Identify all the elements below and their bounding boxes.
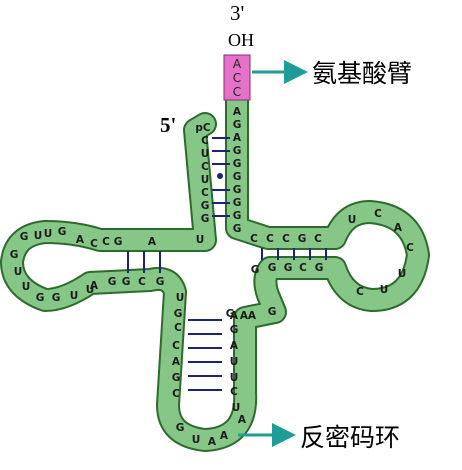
nucleotide-acceptor_3prime-4: G <box>233 158 242 170</box>
nucleotide-anticodon_right-3: A <box>230 340 239 352</box>
nucleotide-acceptor_5prime-7: G <box>201 213 210 225</box>
nucleotide-d_loop-4: G <box>36 292 45 304</box>
nucleotide-anticodon_right-9: A <box>220 430 229 442</box>
nucleotide-t_loop-5: U <box>380 284 389 296</box>
nucleotide-d_arm_bottom-3: C <box>138 276 146 288</box>
nucleotide-anticodon_right-7: U <box>232 402 241 414</box>
oh-label: OH <box>228 30 254 50</box>
nucleotide-t_arm_top-4: C <box>314 233 322 245</box>
nucleotide-d_loop-7: U <box>86 284 95 296</box>
nucleotide-t_arm_bottom-3: C <box>299 262 307 274</box>
nucleotide-anticodon_right-4: U <box>230 356 239 368</box>
nucleotide-d_arm_top-4: C <box>102 236 110 248</box>
nucleotide-acceptor_5prime-1: C <box>201 135 209 147</box>
nucleotide-acceptor_5prime-2: U <box>201 148 210 160</box>
nucleotide-cca_end-0: A <box>233 57 242 71</box>
nucleotide-d_arm_top-2: A <box>76 234 85 246</box>
nucleotide-d_loop-1: G <box>10 249 19 261</box>
nucleotide-anticodon_right-5: U <box>230 372 239 384</box>
three-prime-label: 3' <box>230 1 244 25</box>
nucleotide-t_arm_bottom-7: G <box>268 306 277 318</box>
nucleotide-d_arm_top-6: A <box>148 236 157 248</box>
nucleotide-anticodon_bottom-1: U <box>192 434 201 446</box>
nucleotide-t_arm_bottom-4: G <box>315 262 324 274</box>
nucleotide-anticodon_left-0: U <box>176 292 185 304</box>
nucleotide-acceptor_5prime-6: G <box>201 200 210 212</box>
base-pair-lines <box>127 137 327 391</box>
nucleotide-anticodon_left-5: G <box>172 372 181 384</box>
nucleotide-anticodon_bottom-0: G <box>176 422 185 434</box>
nucleotide-t_arm_bottom-5: A <box>230 310 239 322</box>
nucleotide-t_loop-4: U <box>398 268 407 280</box>
nucleotide-acceptor_3prime-1: G <box>233 119 242 131</box>
nucleotide-d_loop-2: U <box>14 266 23 278</box>
nucleotide-anticodon_left-6: C <box>172 388 180 400</box>
nucleotide-t_loop-6: C <box>356 286 364 298</box>
nucleotide-acceptor_3prime-5: G <box>233 171 242 183</box>
nucleotide-cca_end-1: C <box>233 71 241 85</box>
nucleotide-t_arm_bottom-6: A <box>248 310 257 322</box>
nucleotide-acceptor_3prime-2: A <box>233 132 242 144</box>
nucleotide-anticodon_left-1: G <box>174 308 183 320</box>
nucleotide-acceptor_5prime-5: C <box>201 187 209 199</box>
nucleotide-acceptor_3prime-0: A <box>233 106 242 118</box>
nucleotide-t_loop-2: A <box>394 222 403 234</box>
nucleotide-t_arm_bottom-2: G <box>284 262 293 274</box>
nucleotide-cca_end-2: C <box>233 85 241 99</box>
nucleotide-t_arm_bottom-1: G <box>268 262 277 274</box>
nucleotide-t_arm_bottom-0: G <box>251 264 260 276</box>
strand-backbone <box>0 80 430 452</box>
nucleotide-t_arm_top-2: C <box>282 233 290 245</box>
nucleotide-d_loop-3: U <box>22 281 31 293</box>
nucleotide-anticodon_left-3: C <box>172 340 180 352</box>
nucleotide-d_arm_top-7: U <box>196 234 205 246</box>
five-prime-label: 5' <box>160 113 176 137</box>
nucleotide-acceptor_3prime-3: G <box>233 145 242 157</box>
anticodon-loop-label: 反密码环 <box>300 423 400 452</box>
nucleotide-d_arm_top-5: G <box>114 236 123 248</box>
nucleotide-d_arm_bottom-4: G <box>156 276 165 288</box>
gu-pair-dot <box>217 173 223 179</box>
nucleotide-d_arm_bottom-2: G <box>122 276 131 288</box>
nucleotide-acceptor_5prime-4: U <box>201 174 210 186</box>
nucleotide-d_loop-5: G <box>52 292 61 304</box>
nucleotide-t_loop-1: C <box>374 208 382 220</box>
cca-end-letters: ACC <box>233 57 242 99</box>
nucleotide-t_loop-3: C <box>406 242 414 254</box>
nucleotide-acceptor_3prime-8: G <box>233 210 242 222</box>
nucleotide-d_loop-6: U <box>70 290 79 302</box>
nucleotide-anticodon_right-1: A <box>240 310 249 322</box>
nucleotide-acceptor_3prime-7: G <box>233 197 242 209</box>
nucleotide-d_loop-8: U <box>34 230 43 242</box>
nucleotide-t_arm_top-1: C <box>266 233 274 245</box>
nucleotide-acceptor_3prime-9: G <box>233 223 242 235</box>
nucleotide-acceptor_3prime-6: G <box>233 184 242 196</box>
nucleotide-d_arm_bottom-0: A <box>90 280 99 292</box>
nucleotide-anticodon_right-6: C <box>230 386 238 398</box>
nucleotide-anticodon_right-8: A <box>238 414 247 426</box>
amino-acid-arm-label: 氨基酸臂 <box>312 59 412 88</box>
nucleotide-d_loop-0: G <box>20 231 29 243</box>
nucleotide-t_arm_top-3: G <box>298 233 307 245</box>
nucleotide-d_arm_top-0: U <box>44 228 53 240</box>
nucleotide-anticodon_left-2: C <box>174 322 182 334</box>
nucleotide-acceptor_5prime-3: C <box>201 161 209 173</box>
nucleotide-anticodon_left-4: A <box>172 356 181 368</box>
nucleotide-anticodon_right-0: G <box>226 308 235 320</box>
nucleotide-d_arm_bottom-1: G <box>108 276 117 288</box>
nucleotide-acceptor_5prime-0: pC <box>195 122 211 134</box>
nucleotide-anticodon_right-2: G <box>230 324 239 336</box>
nucleotide-d_arm_top-1: G <box>58 226 67 238</box>
nucleotide-anticodon_bottom-2: A <box>208 436 217 448</box>
nucleotide-d_arm_top-3: C <box>90 238 98 250</box>
nucleotide-t_loop-0: U <box>348 214 357 226</box>
nucleotide-t_arm_top-0: C <box>250 233 258 245</box>
cca-end-box <box>223 54 251 101</box>
